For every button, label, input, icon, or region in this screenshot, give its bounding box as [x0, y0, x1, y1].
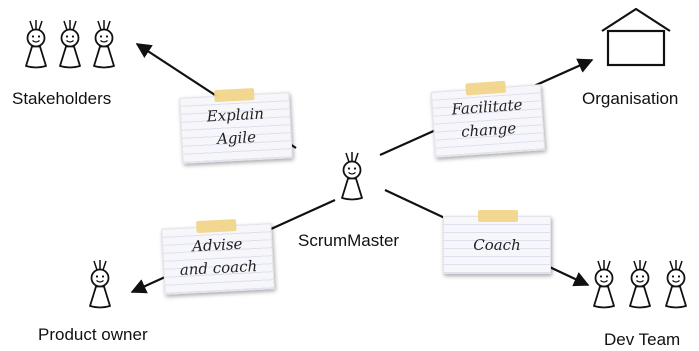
- dev-team-member-icon: [665, 259, 687, 309]
- note-advise-and-coach: Advise and coach: [161, 219, 275, 295]
- dev-team-member-icon: [629, 259, 651, 309]
- note-explain-agile: Explain Agile: [179, 88, 293, 164]
- product-owner-label: Product owner: [38, 325, 148, 344]
- dev-team-member-icon: [593, 259, 615, 309]
- note-facilitate-change: Facilitate change: [430, 80, 546, 158]
- note-coach: Coach: [443, 210, 551, 274]
- note-line: Facilitate: [450, 95, 524, 119]
- tape: [195, 219, 237, 234]
- tape: [213, 88, 255, 103]
- note-line: and coach: [179, 256, 258, 280]
- organisation-house-icon: [601, 7, 671, 67]
- note-line: Advise: [191, 234, 243, 256]
- stakeholder-icon: [25, 19, 47, 69]
- note-line: change: [460, 119, 517, 141]
- organisation-label: Organisation: [582, 89, 679, 108]
- stakeholders-label: Stakeholders: [12, 89, 112, 108]
- scrum-master-icon: [341, 151, 363, 201]
- tape: [465, 80, 507, 96]
- note-line: Coach: [473, 236, 521, 254]
- dev-team-label: Dev Team: [604, 330, 681, 349]
- stakeholder-icon: [93, 19, 115, 69]
- note-line: Explain: [206, 104, 265, 126]
- product-owner-icon: [89, 259, 111, 309]
- scrum-master-label: ScrumMaster: [298, 231, 400, 250]
- note-line: Agile: [216, 127, 257, 148]
- stakeholder-icon: [59, 19, 81, 69]
- tape: [478, 210, 518, 222]
